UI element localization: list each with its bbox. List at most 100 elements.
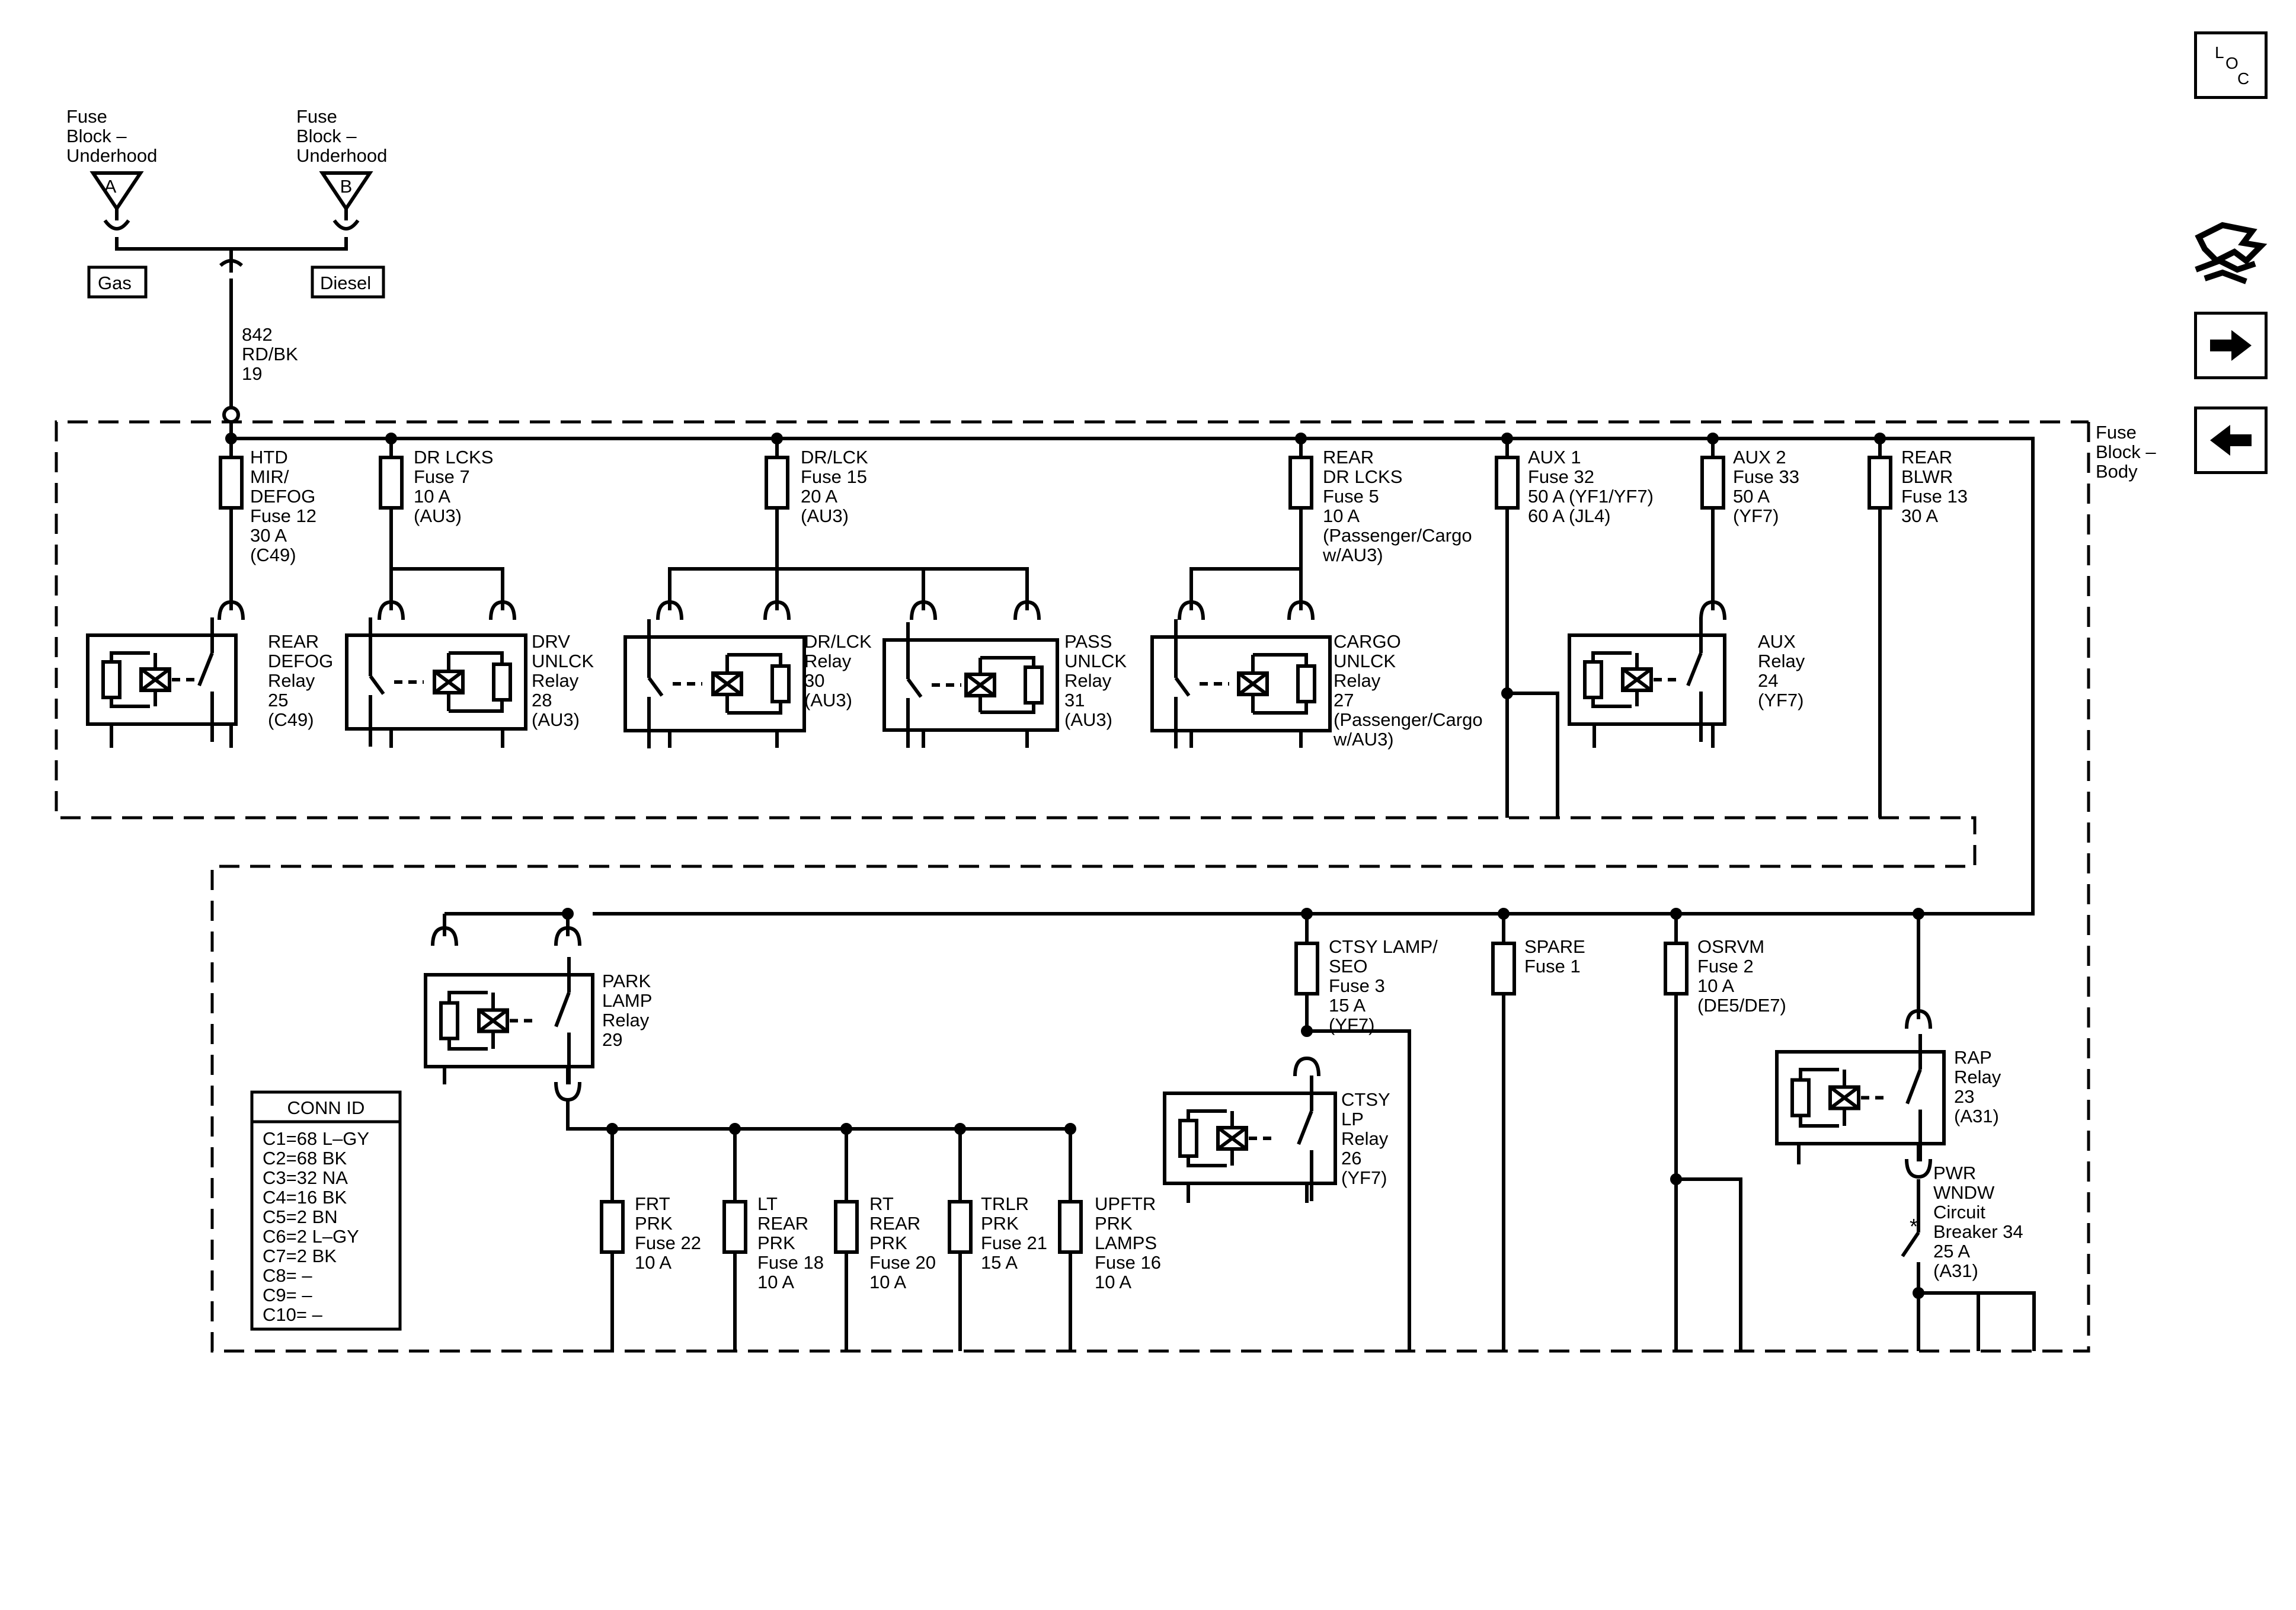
- splice-dot: [562, 908, 574, 920]
- drv-unlck-relay-label-line: DRV: [532, 631, 570, 652]
- splice-dot: [1301, 908, 1313, 920]
- pass-unlck-relay-label-line: (AU3): [1064, 709, 1112, 730]
- source-b-label-line: Block –: [296, 126, 357, 146]
- switch-blade: [906, 678, 923, 698]
- ctsy-fuse-label-line: Fuse 3: [1329, 975, 1385, 996]
- park-fuse-label-2-line: Fuse 20: [869, 1252, 936, 1273]
- rear-defog-relay: [86, 617, 238, 742]
- aux-relay-label-line: 24: [1758, 670, 1778, 691]
- arrow-left-icon: [2210, 425, 2252, 456]
- resistor-symbol: [1024, 665, 1044, 705]
- circuit-label-line: RD/BK: [242, 344, 298, 364]
- terminal-arc: [910, 600, 937, 620]
- resistor-symbol: [770, 664, 791, 703]
- conn-id-box: [250, 1090, 402, 1331]
- top-fuse-label-5-line: 50 A: [1733, 486, 1770, 507]
- terminal-arc: [1699, 600, 1726, 620]
- resistor-symbol: [1790, 1078, 1811, 1118]
- rap-relay-label-line: 23: [1954, 1086, 1974, 1107]
- rear-defog-relay-label-line: 25: [268, 690, 288, 710]
- ctsy-lp-relay-label-line: CTSY: [1341, 1089, 1390, 1110]
- ctsy-fuse-label-line: 15 A: [1329, 995, 1366, 1016]
- next-page-button[interactable]: [2194, 312, 2268, 379]
- spare-fuse-label-line: Fuse 1: [1524, 956, 1581, 977]
- park-fuse-label-2-line: REAR: [869, 1213, 920, 1234]
- fuse-symbol: [600, 1200, 625, 1254]
- top-fuse-label-0-line: Fuse 12: [250, 505, 316, 526]
- park-fuse-label-1-line: REAR: [757, 1213, 808, 1234]
- resistor-symbol: [1296, 664, 1316, 703]
- circuit-label-line: 19: [242, 363, 262, 384]
- terminal-arc: [554, 1081, 581, 1102]
- dr-lck-relay-label-line: 30: [804, 670, 824, 691]
- aux-relay: [1568, 617, 1726, 742]
- splice-dot: [1301, 1025, 1313, 1037]
- splice-dot: [1501, 687, 1513, 699]
- top-fuse-label-0-line: DEFOG: [250, 486, 315, 507]
- resistor-symbol: [101, 660, 121, 699]
- source-a-label-line: Fuse: [66, 106, 107, 127]
- cargo-unlck-relay-label-line: w/AU3): [1333, 729, 1394, 750]
- splice-dot: [1913, 908, 1924, 920]
- fuse-symbol: [1868, 456, 1892, 510]
- ctsy-lp-relay-label-line: 26: [1341, 1148, 1361, 1169]
- fuse-symbol: [219, 456, 244, 510]
- previous-page-button[interactable]: [2194, 406, 2268, 474]
- diesel-box: [311, 265, 385, 299]
- park-fuse-label-0-line: PRK: [635, 1213, 673, 1234]
- splice-dot: [771, 433, 783, 444]
- terminal-arc: [218, 600, 245, 620]
- park-fuse-label-0-line: Fuse 22: [635, 1233, 701, 1253]
- fuse-block-label-line: Block –: [2096, 441, 2156, 462]
- ctsy-fuse-label-line: CTSY LAMP/: [1329, 936, 1438, 957]
- splice-dot: [1064, 1123, 1076, 1135]
- loc-button[interactable]: L O C: [2194, 31, 2268, 99]
- connector-tool-icon[interactable]: [2187, 213, 2270, 290]
- top-fuse-label-1-line: DR LCKS: [414, 447, 493, 468]
- breaker-mark: *: [1910, 1214, 1918, 1238]
- pass-unlck-relay: [882, 622, 1059, 748]
- terminal-arc: [1178, 600, 1205, 620]
- top-fuse-label-1-line: Fuse 7: [414, 466, 470, 487]
- park-fuse-label-1-line: 10 A: [757, 1272, 794, 1292]
- switch-blade: [1905, 1068, 1922, 1105]
- park-fuse-label-4-line: PRK: [1095, 1213, 1133, 1234]
- top-fuse-label-3-line: 10 A: [1323, 505, 1360, 526]
- park-fuse-label-2-line: 10 A: [869, 1272, 906, 1292]
- coil-x: [1217, 1126, 1248, 1151]
- rear-defog-relay-label-line: Relay: [268, 670, 315, 691]
- source-a-letter: A: [104, 176, 117, 197]
- switch-blade: [1686, 652, 1703, 687]
- switch-blade: [1174, 677, 1191, 697]
- pass-unlck-relay-label-line: 31: [1064, 690, 1085, 710]
- park-fuse-label-1-line: Fuse 18: [757, 1252, 824, 1273]
- fuse-symbol: [948, 1200, 973, 1254]
- splice-dot: [385, 433, 397, 444]
- osrvm-fuse-label-line: OSRVM: [1697, 936, 1764, 957]
- drv-unlck-relay-label-line: 28: [532, 690, 552, 710]
- conn-id-row: C8= –: [263, 1265, 312, 1286]
- top-fuse-label-6-line: Fuse 13: [1901, 486, 1968, 507]
- switch-blade: [197, 652, 214, 687]
- breaker-label-line: (A31): [1933, 1260, 1978, 1281]
- drv-unlck-relay: [345, 617, 527, 747]
- top-fuse-label-2-line: DR/LCK: [801, 447, 868, 468]
- terminal-arc: [1293, 1056, 1320, 1077]
- resistor-symbol: [1178, 1119, 1198, 1158]
- top-fuse-label-4-line: Fuse 32: [1528, 466, 1594, 487]
